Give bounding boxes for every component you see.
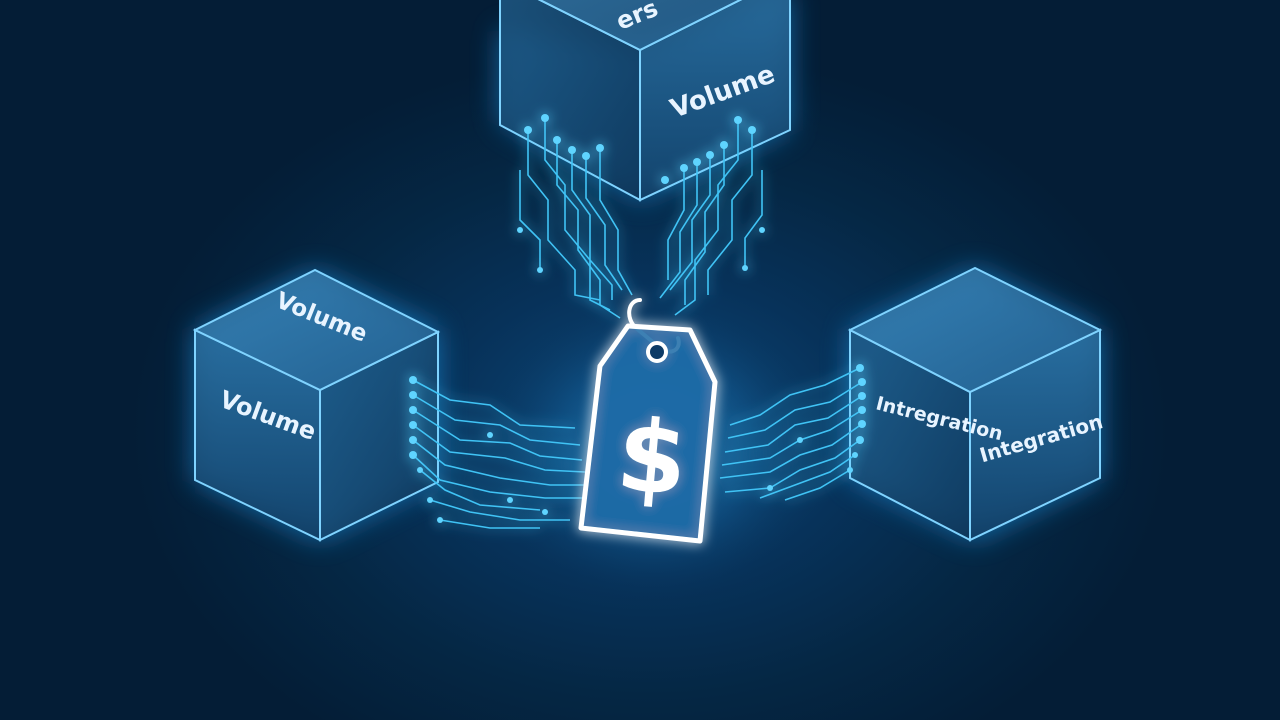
right-cube-top-face	[847, 266, 1103, 394]
top-cube-top-face	[537, 0, 743, 52]
dollar-sign-icon: $	[612, 396, 692, 519]
left-circuit-traces	[412, 379, 590, 529]
top-circuit-traces	[519, 118, 763, 319]
right-cube: Intregration Integration	[847, 266, 1105, 542]
top-circuit-nodes	[517, 114, 765, 273]
price-tag-icon: $	[578, 298, 718, 544]
top-cube-front-face	[639, 0, 791, 202]
left-circuit-nodes	[409, 376, 548, 523]
left-cube-top-face	[192, 268, 441, 392]
left-cube: Volume Volume	[192, 268, 441, 542]
right-circuit-traces	[719, 367, 863, 501]
right-circuit-nodes	[767, 364, 866, 491]
top-cube: ers Volume	[499, 0, 791, 202]
tag-hole	[646, 341, 668, 363]
tag-body	[578, 323, 718, 544]
